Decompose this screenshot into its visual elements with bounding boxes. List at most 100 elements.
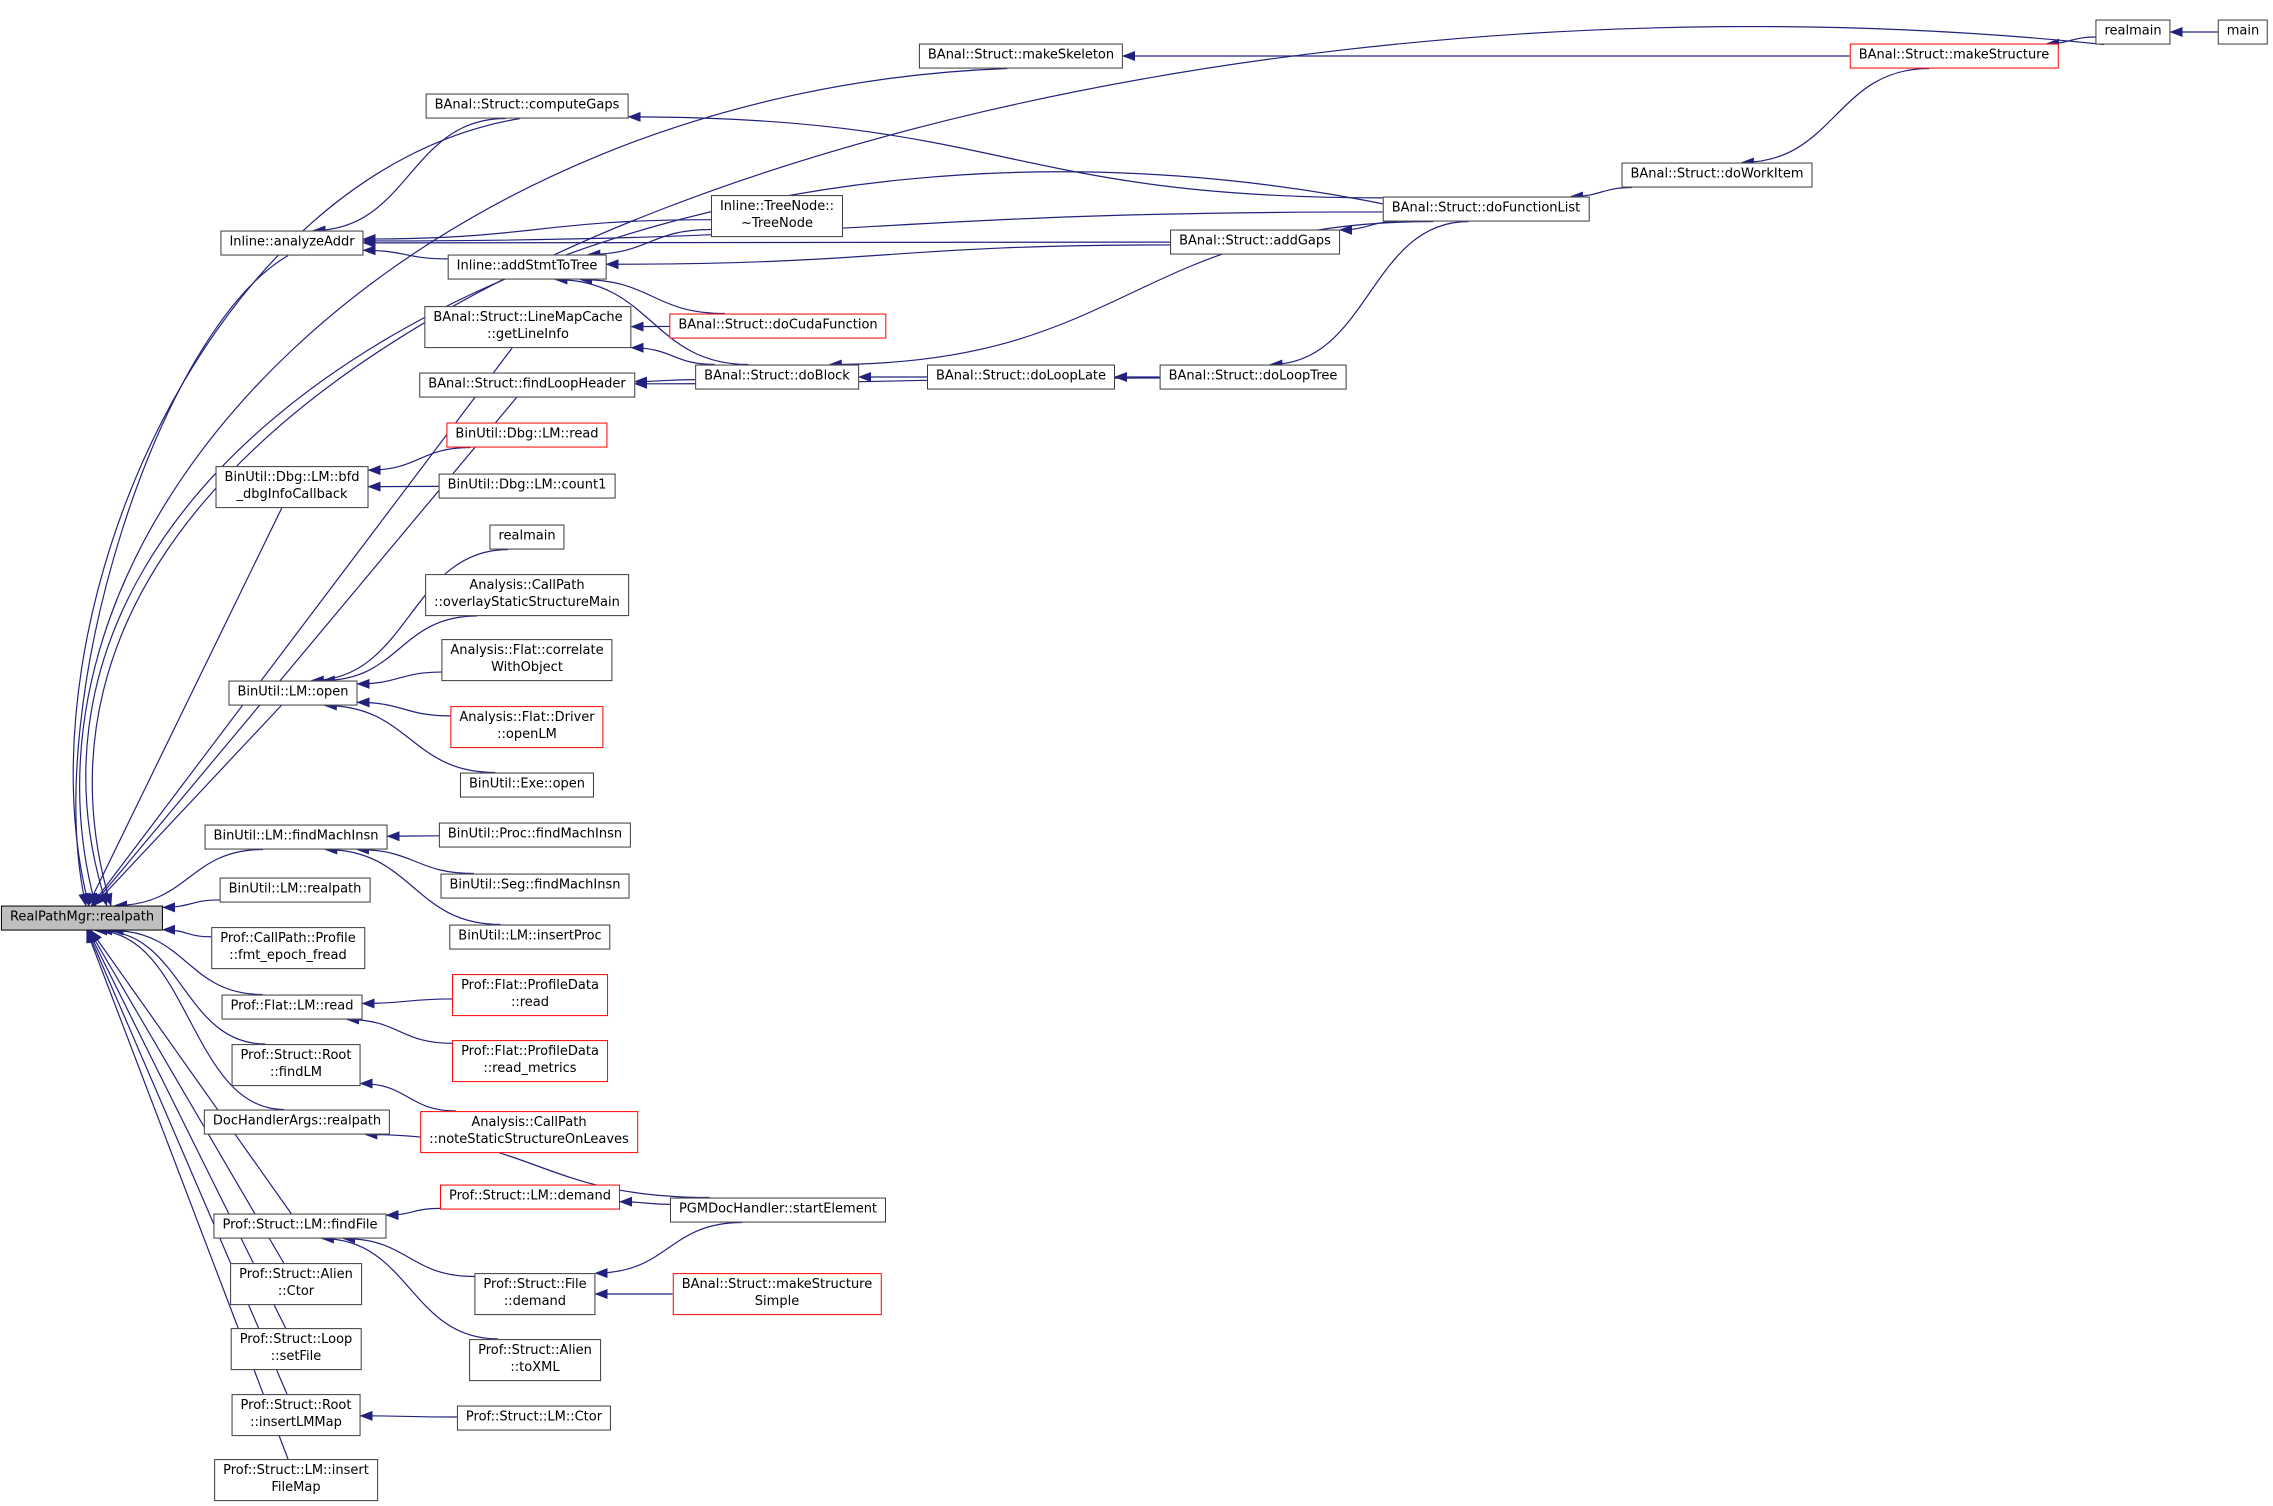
- call-edge-file-demand-to-lm-find-file: [342, 1233, 475, 1278]
- graph-node-driver-open-lm[interactable]: Analysis::Flat::Driver ::openLM: [450, 706, 604, 748]
- graph-node-find-loop-header[interactable]: BAnal::Struct::findLoopHeader: [419, 372, 635, 398]
- graph-node-profile-data-read[interactable]: Prof::Flat::ProfileData ::read: [452, 974, 608, 1016]
- graph-node-note-static-structure-on-leaves[interactable]: Analysis::CallPath ::noteStaticStructure…: [420, 1111, 638, 1153]
- call-edge-do-block-to-find-loop-header: [634, 376, 696, 387]
- call-edge-realmain-top-to-make-structure: [2046, 36, 2096, 49]
- graph-node-overlay-static-structure-main[interactable]: Analysis::CallPath ::overlayStaticStruct…: [425, 574, 629, 616]
- graph-node-tree-node-dtor[interactable]: Inline::TreeNode:: ~TreeNode: [710, 195, 844, 237]
- call-edge-do-function-list-to-analyze-addr: [362, 211, 1383, 246]
- call-edge-do-function-list-to-compute-gaps: [627, 111, 1383, 199]
- graph-node-lm-insert-proc[interactable]: BinUtil::LM::insertProc: [449, 924, 611, 950]
- call-edge-flat-lm-read-to-realpath-root: [110, 925, 263, 996]
- graph-node-dbg-lm-read[interactable]: BinUtil::Dbg::LM::read: [446, 422, 608, 448]
- graph-node-bfd-dbginfo-callback[interactable]: BinUtil::Dbg::LM::bfd _dbgInfoCallback: [215, 466, 369, 508]
- call-edge-make-skeleton-to-realpath-root: [79, 67, 1008, 907]
- graph-node-get-line-info[interactable]: BAnal::Struct::LineMapCache ::getLineInf…: [424, 306, 632, 348]
- call-edge-overlay-static-structure-main-to-lm-open: [321, 615, 477, 686]
- graph-node-add-stmt-to-tree[interactable]: Inline::addStmtToTree: [447, 254, 607, 280]
- graph-node-correlate-with-object[interactable]: Analysis::Flat::correlate WithObject: [441, 639, 613, 681]
- call-edge-do-work-item-to-do-function-list: [1569, 186, 1633, 202]
- graph-node-lm-insert-file-map[interactable]: Prof::Struct::LM::insert FileMap: [214, 1459, 378, 1501]
- call-edge-add-stmt-to-tree-to-analyze-addr: [362, 245, 448, 260]
- graph-node-loop-set-file[interactable]: Prof::Struct::Loop ::setFile: [230, 1328, 362, 1370]
- call-edge-lm-find-file-to-realpath-root: [90, 929, 292, 1214]
- graph-node-do-block[interactable]: BAnal::Struct::doBlock: [695, 364, 859, 390]
- call-edge-alien-ctor-to-realpath-root: [88, 929, 285, 1264]
- call-edge-do-function-list-to-do-loop-tree: [1269, 220, 1469, 370]
- graph-node-dochandlerargs-realpath[interactable]: DocHandlerArgs::realpath: [203, 1109, 391, 1135]
- graph-node-do-loop-late[interactable]: BAnal::Struct::doLoopLate: [926, 364, 1116, 390]
- graph-node-lm-ctor[interactable]: Prof::Struct::LM::Ctor: [456, 1405, 612, 1431]
- call-edge-compute-gaps-to-analyze-addr: [312, 117, 506, 236]
- call-edge-lm-demand-to-lm-find-file: [385, 1207, 441, 1221]
- graph-node-add-gaps[interactable]: BAnal::Struct::addGaps: [1170, 229, 1340, 255]
- graph-node-do-loop-tree[interactable]: BAnal::Struct::doLoopTree: [1159, 364, 1347, 390]
- call-edge-tree-node-dtor-to-analyze-addr: [362, 219, 712, 245]
- graph-node-proc-find-mach-insn[interactable]: BinUtil::Proc::findMachInsn: [438, 822, 632, 848]
- graph-node-profile-data-read-metrics[interactable]: Prof::Flat::ProfileData ::read_metrics: [452, 1040, 608, 1082]
- graph-node-main[interactable]: main: [2217, 19, 2269, 45]
- graph-node-make-skeleton[interactable]: BAnal::Struct::makeSkeleton: [918, 43, 1124, 69]
- call-edge-realmain-top-to-realpath-root: [91, 25, 2105, 907]
- graph-node-do-function-list[interactable]: BAnal::Struct::doFunctionList: [1382, 196, 1590, 222]
- graph-node-seg-find-mach-insn[interactable]: BinUtil::Seg::findMachInsn: [440, 873, 630, 899]
- graph-node-root-insert-lm-map[interactable]: Prof::Struct::Root ::insertLMMap: [231, 1394, 361, 1436]
- graph-node-make-structure-simple[interactable]: BAnal::Struct::makeStructure Simple: [672, 1273, 882, 1315]
- call-edge-loop-set-file-to-realpath-root: [87, 929, 287, 1329]
- call-edge-lm-insert-proc-to-lm-find-mach-insn: [324, 844, 501, 926]
- call-edge-add-gaps-to-add-stmt-to-tree: [605, 244, 1171, 270]
- call-edge-do-block-to-get-line-info: [630, 342, 715, 366]
- call-edge-lm-realpath-to-realpath-root: [162, 899, 220, 913]
- graph-node-realmain-mid[interactable]: realmain: [489, 524, 565, 550]
- call-edge-bfd-dbginfo-callback-to-realpath-root: [87, 507, 283, 907]
- graph-node-do-work-item[interactable]: BAnal::Struct::doWorkItem: [1621, 162, 1813, 188]
- graph-node-pgm-start-element[interactable]: PGMDocHandler::startElement: [669, 1197, 887, 1223]
- call-edge-lm-ctor-to-root-insert-lm-map: [359, 1410, 458, 1421]
- graph-node-flat-lm-read[interactable]: Prof::Flat::LM::read: [221, 994, 363, 1020]
- graph-node-alien-to-xml[interactable]: Prof::Struct::Alien ::toXML: [469, 1339, 601, 1381]
- graph-node-alien-ctor[interactable]: Prof::Struct::Alien ::Ctor: [230, 1263, 362, 1305]
- call-edge-lm-insert-file-map-to-realpath-root: [86, 929, 289, 1460]
- graph-node-make-structure[interactable]: BAnal::Struct::makeStructure: [1849, 43, 2059, 69]
- call-edge-dbg-lm-read-to-bfd-dbginfo-callback: [367, 446, 471, 476]
- call-edge-add-gaps-to-analyze-addr: [362, 237, 1171, 248]
- graph-node-analyze-addr[interactable]: Inline::analyzeAddr: [220, 230, 364, 256]
- graph-node-lm-demand[interactable]: Prof::Struct::LM::demand: [439, 1184, 621, 1210]
- graph-node-realpath-root[interactable]: RealPathMgr::realpath: [0, 905, 164, 931]
- graph-node-do-cuda-function[interactable]: BAnal::Struct::doCudaFunction: [669, 313, 887, 339]
- call-edge-compute-gaps-to-realpath-root: [72, 117, 521, 907]
- call-edge-fmt-epoch-fread-to-realpath-root: [162, 924, 212, 938]
- call-edge-note-static-structure-on-leaves-to-root-find-lm: [359, 1078, 456, 1112]
- call-edge-pgm-start-element-to-file-demand: [594, 1221, 742, 1279]
- call-edge-lm-find-mach-insn-to-realpath-root: [114, 848, 263, 911]
- call-edge-driver-open-lm-to-lm-open: [356, 697, 451, 717]
- graph-node-lm-realpath[interactable]: BinUtil::LM::realpath: [219, 877, 371, 903]
- graph-node-realmain-top[interactable]: realmain: [2095, 19, 2171, 45]
- call-edge-seg-find-mach-insn-to-lm-find-mach-insn: [355, 844, 475, 875]
- graph-node-lm-find-file[interactable]: Prof::Struct::LM::findFile: [213, 1213, 387, 1239]
- call-edge-alien-to-xml-to-lm-find-file: [320, 1233, 499, 1340]
- call-edge-tree-node-dtor-to-add-stmt-to-tree: [587, 228, 712, 260]
- call-edge-get-line-info-to-realpath-root: [90, 347, 513, 907]
- graph-node-lm-find-mach-insn[interactable]: BinUtil::LM::findMachInsn: [204, 824, 388, 850]
- call-edge-lm-open-to-realpath-root: [93, 705, 282, 907]
- call-edge-realmain-mid-to-lm-open: [310, 548, 509, 686]
- graph-node-fmt-epoch-fread[interactable]: Prof::CallPath::Profile ::fmt_epoch_frea…: [211, 927, 365, 969]
- call-edge-root-insert-lm-map-to-realpath-root: [86, 929, 288, 1395]
- call-edge-correlate-with-object-to-lm-open: [356, 671, 442, 689]
- graph-node-lm-open[interactable]: BinUtil::LM::open: [228, 680, 358, 706]
- call-edge-analyze-addr-to-realpath-root: [75, 254, 289, 907]
- call-edge-do-function-list-to-realpath-root: [85, 171, 1462, 907]
- graph-node-exe-open[interactable]: BinUtil::Exe::open: [459, 772, 595, 798]
- call-edge-do-function-list-to-do-block: [828, 220, 1434, 370]
- call-edge-profile-data-read-metrics-to-flat-lm-read: [346, 1014, 453, 1044]
- call-edge-do-function-list-to-add-gaps: [1339, 220, 1399, 235]
- graph-node-compute-gaps[interactable]: BAnal::Struct::computeGaps: [425, 93, 629, 119]
- graph-node-root-find-lm[interactable]: Prof::Struct::Root ::findLM: [231, 1044, 361, 1086]
- graph-node-dbg-lm-count1[interactable]: BinUtil::Dbg::LM::count1: [438, 473, 616, 499]
- call-edge-root-find-lm-to-realpath-root: [99, 925, 266, 1045]
- call-edge-pgm-start-element-to-lm-demand: [619, 1196, 671, 1207]
- graph-node-file-demand[interactable]: Prof::Struct::File ::demand: [474, 1273, 596, 1315]
